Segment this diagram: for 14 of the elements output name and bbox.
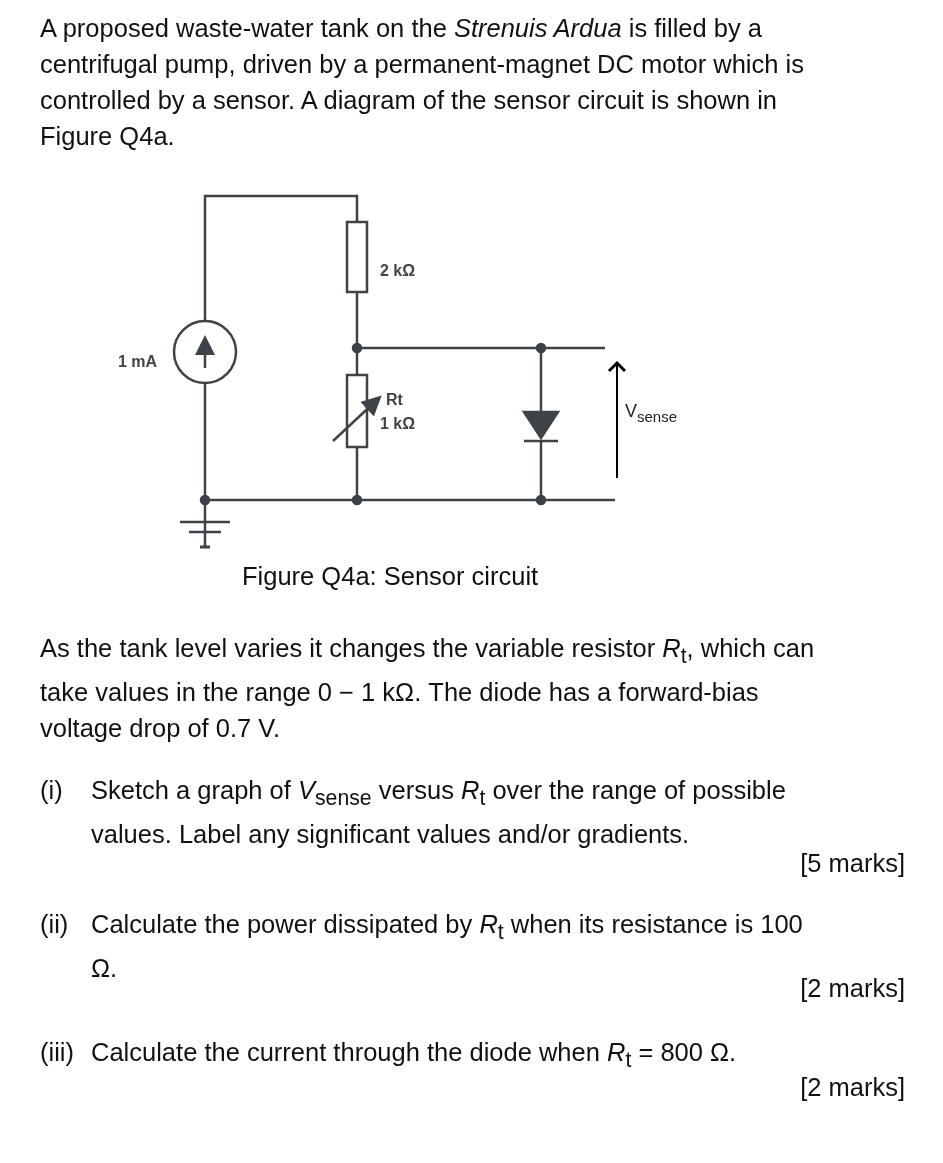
body-paragraph: As the tank level varies it changes the variable resistor R$_{t}$, which can take values in the range 0 − 1 kΩ. The diode has a forward-bias voltage drop of 0.7 V. [40,633,816,745]
question-text: Sketch a graph of V$_{sense}$ versus R$_{t}$ over the range of possible values. Label any significant values and/or gradients. [91,775,787,851]
question-number: (i) [40,775,63,806]
voltage-label: V$_{sense}$ [625,402,678,426]
current-label: 1 mA [118,353,158,371]
resistance-label: 2 kΩ [380,262,416,280]
resistance-label: 1 kΩ [380,415,416,433]
question-number: (iii) [40,1037,74,1068]
question-text: Calculate the current through the diode when R$_{t}$ = 800 Ω. [91,1037,738,1075]
question-number: (ii) [40,909,69,940]
figure-caption: Figure Q4a: Sensor circuit [242,561,539,592]
intro-paragraph: A proposed waste-water tank on the Strenuis Ardua is filled by a centrifugal pump, driven by a permanent-magnet DC motor which is controlled by a sensor. A diagram of the sensor circuit is shown in Figure Q4a. [40,13,805,152]
marks-label: [2 marks] [799,1072,905,1103]
marks-label: [5 marks] [799,848,905,879]
